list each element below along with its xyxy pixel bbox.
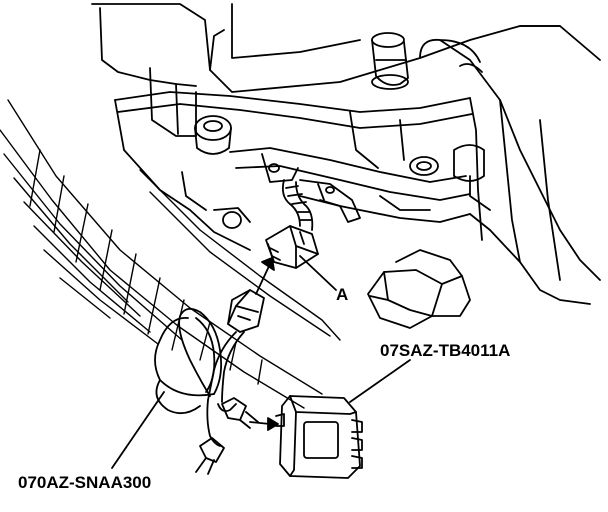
fluid-cap xyxy=(371,32,409,90)
connection-arrow-a xyxy=(255,257,275,295)
harness-part-number-label: 070AZ-SNAA300 xyxy=(18,473,152,492)
vehicle-harness-connector xyxy=(261,153,361,291)
test-unit-box xyxy=(275,359,411,479)
vehicle-body-panel xyxy=(91,3,601,329)
callout-label-a: A xyxy=(336,285,349,304)
test-harness xyxy=(111,289,279,475)
front-grille xyxy=(0,99,341,409)
tester-part-number-label: 07SAZ-TB4011A xyxy=(380,341,511,360)
